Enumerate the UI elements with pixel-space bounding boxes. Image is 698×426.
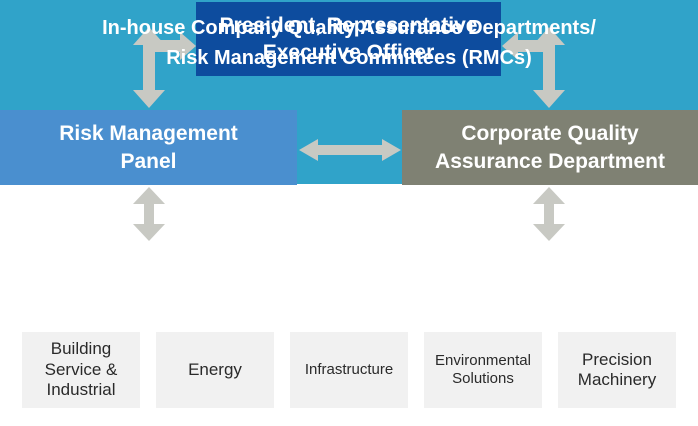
- corporate-qa-line2: Assurance Department: [435, 149, 665, 173]
- corporate-qa-line1: Corporate Quality: [461, 122, 639, 146]
- arrow-risk-panel-corporate-qa: [299, 139, 401, 161]
- president-box: President, Representative Executive Offi…: [196, 2, 501, 76]
- division-label-line: Building: [50, 339, 112, 359]
- president-line1: President, Representative: [219, 13, 478, 37]
- risk-management-panel-box: Risk Management Panel: [0, 110, 297, 185]
- division-precision-machinery: Precision Machinery: [558, 332, 676, 408]
- inhouse-title: In-house Company Quality Assurance Depar…: [0, 13, 698, 73]
- division-infrastructure: Infrastructure: [290, 332, 408, 408]
- president-line2: Executive Officer: [262, 41, 435, 64]
- division-energy: Energy: [156, 332, 274, 408]
- division-label-line: Precision: [582, 349, 652, 369]
- inhouse-title-line2: Risk Management Committees (RMCs): [166, 47, 532, 69]
- division-label-line: Environmental: [435, 352, 531, 369]
- arrow-president-corporate-qa: [502, 27, 565, 108]
- arrow-corporate-qa-inhouse: [533, 187, 565, 241]
- arrow-risk-panel-inhouse: [133, 187, 165, 241]
- division-label-line: Infrastructure: [304, 361, 394, 378]
- division-label-line: Solutions: [452, 370, 514, 387]
- division-environmental-solutions: Environmental Solutions: [424, 332, 542, 408]
- division-building-service-industrial: Building Service & Industrial: [22, 332, 140, 408]
- corporate-quality-assurance-box: Corporate Quality Assurance Department: [402, 110, 698, 185]
- division-label-line: Energy: [188, 359, 242, 379]
- inhouse-title-line1: In-house Company Quality Assurance Depar…: [102, 17, 596, 39]
- arrow-president-risk-panel: [133, 27, 196, 108]
- risk-panel-line2: Panel: [120, 149, 177, 173]
- division-label-line: Industrial: [46, 380, 116, 400]
- risk-panel-line1: Risk Management: [59, 122, 238, 146]
- division-label-line: Service &: [44, 359, 118, 379]
- division-label-line: Machinery: [577, 370, 657, 389]
